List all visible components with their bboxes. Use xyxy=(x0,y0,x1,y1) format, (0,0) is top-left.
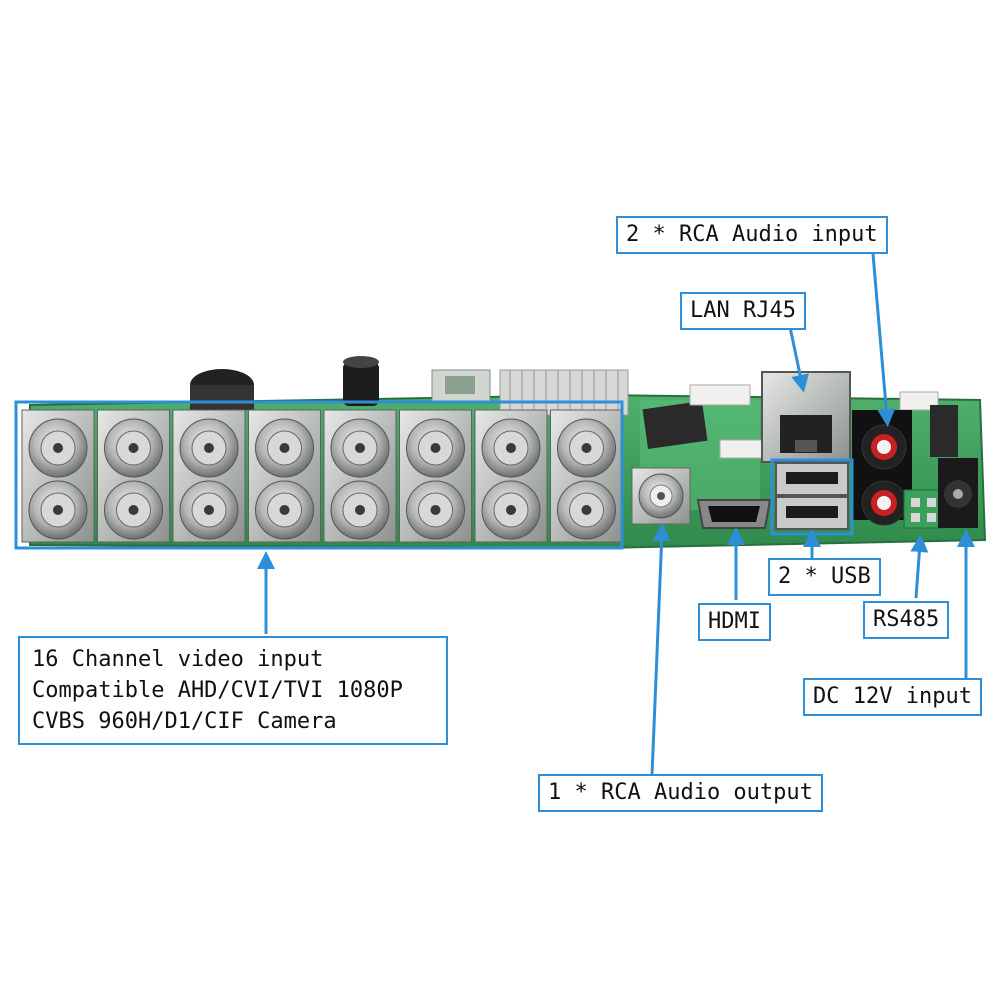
bnc-connector-pin xyxy=(128,505,139,515)
arrow-lan xyxy=(788,326,809,393)
video-input-highlight-box xyxy=(14,400,624,550)
arrow-rca-audio-output xyxy=(650,523,671,776)
hdmi-port xyxy=(696,499,772,529)
dc-input-label: DC 12V input xyxy=(803,678,982,716)
bnc-connector-pin xyxy=(581,505,592,515)
bnc-connector-pin xyxy=(506,505,516,515)
bnc-connector-pin xyxy=(279,505,290,515)
rs485-label: RS485 xyxy=(863,601,950,639)
bnc-connector-pin xyxy=(279,443,290,453)
video-label-line-1: 16 Channel video input xyxy=(32,647,324,672)
bnc-connector-pin xyxy=(430,443,441,453)
usb-ports xyxy=(775,462,849,530)
buzzer xyxy=(343,356,379,406)
rca-audio-input-jacks xyxy=(852,410,912,526)
sata-connector xyxy=(431,369,491,403)
rca-audio-output-label: 1 * RCA Audio output xyxy=(538,774,823,812)
bnc-connector-pin xyxy=(355,443,365,453)
hdmi-label: HDMI xyxy=(698,603,771,641)
arrow-rca-audio-input xyxy=(871,253,896,427)
rca-audio-output-jack xyxy=(631,467,691,525)
bnc-connector-pin xyxy=(53,443,63,453)
bnc-connectors xyxy=(21,409,623,543)
bnc-connector-pin xyxy=(53,505,63,515)
bnc-connector-pin xyxy=(430,505,441,515)
bnc-connector-pin xyxy=(506,443,516,453)
usb-label: 2 * USB xyxy=(768,558,881,596)
bnc-connector-pin xyxy=(355,505,365,515)
bnc-connector-pin xyxy=(204,505,214,515)
battery-holder xyxy=(190,369,254,410)
video-label-line-2: Compatible AHD/CVI/TVI 1080P xyxy=(32,678,403,703)
bnc-connector-pin xyxy=(204,443,214,453)
rca-audio-input-label: 2 * RCA Audio input xyxy=(616,216,888,254)
lan-label: LAN RJ45 xyxy=(680,292,806,330)
arrow-rs485 xyxy=(910,534,929,599)
heatsink xyxy=(499,369,629,416)
bnc-connector-pin xyxy=(128,443,139,453)
video-input-label: 16 Channel video input Compatible AHD/CV… xyxy=(18,636,448,745)
rs485-terminal xyxy=(903,489,945,529)
ic-chip xyxy=(642,401,708,449)
bnc-connector-pin xyxy=(581,443,592,453)
lan-rj45-port xyxy=(761,371,851,463)
video-label-line-3: CVBS 960H/D1/CIF Camera xyxy=(32,709,337,734)
white-header-connector xyxy=(689,384,939,459)
dc-power-jack xyxy=(930,405,978,528)
